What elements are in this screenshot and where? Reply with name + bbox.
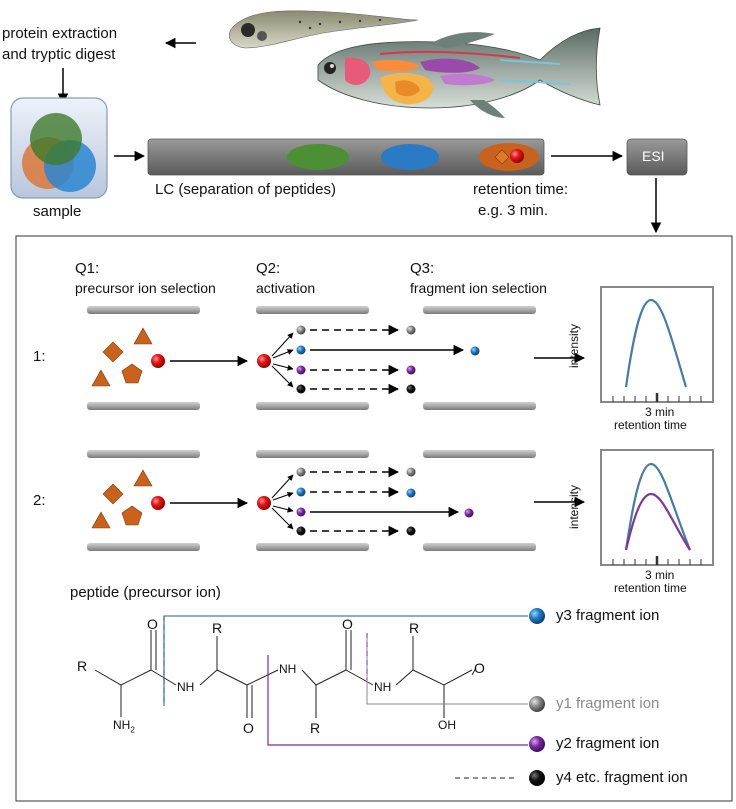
structure-r4: R (409, 620, 420, 636)
structure-title: peptide (precursor ion) (70, 584, 221, 601)
row1-label: 1: (33, 348, 46, 365)
structure-oh: OH (438, 718, 456, 732)
peptide-band-green (287, 144, 349, 170)
zebrafish-anatomy-illustration (317, 27, 601, 118)
structure-nh3: NH (374, 680, 392, 694)
structure-nh1: NH (177, 680, 195, 694)
chromatogram-plot-2 (600, 449, 714, 566)
structure-r2: R (212, 620, 223, 636)
row2-label: 2: (33, 492, 46, 509)
extraction-label-line1: protein extraction (2, 25, 118, 42)
plot2-series-blue (624, 462, 692, 551)
legend-y4-ball (529, 770, 545, 786)
peptide-band-blue (381, 144, 439, 170)
row1-precursor-mixture (91, 327, 165, 387)
peptide-band-diamond (494, 149, 510, 165)
plot2-xtick-label: 3 min (645, 568, 675, 582)
ms-frame (15, 235, 733, 802)
structure-nh2: NH2 (113, 718, 135, 735)
structure-o2: O (243, 720, 254, 736)
q1-title: Q1: (75, 260, 100, 277)
structure-o1: O (147, 616, 158, 632)
legend-y1-ball (529, 696, 545, 712)
plot1-xtick-label: 3 min (645, 405, 675, 419)
legend-y4-label: y4 etc. fragment ion (556, 769, 688, 786)
structure-r1: R (77, 658, 88, 674)
chromatogram-plot-1 (600, 286, 714, 403)
sample-label: sample (33, 203, 82, 220)
plot1-ylabel: intensity (567, 323, 581, 368)
lc-label: LC (separation of peptides) (155, 181, 336, 198)
structure-nh2b: NH (279, 662, 297, 676)
plot2-series-purple (624, 492, 691, 551)
legend-y3-label: y3 fragment ion (556, 607, 660, 624)
legend-y2-label: y2 fragment ion (556, 735, 660, 752)
fragment-lines (163, 615, 528, 779)
legend-y3-ball (529, 608, 545, 624)
q2-title: Q2: (256, 260, 281, 277)
plot2-xlabel: retention time (614, 581, 687, 595)
plot2-ylabel: intensity (567, 484, 581, 529)
quadrupole-bars (87, 306, 536, 551)
sample-box (10, 97, 108, 199)
plot1-series-blue (624, 298, 688, 388)
q1-subtitle: precursor ion selection (75, 280, 216, 296)
q3-subtitle: fragment ion selection (410, 280, 547, 296)
structure-r3: R (310, 720, 321, 736)
structure-o3: O (342, 616, 353, 632)
structure-o4: O (474, 660, 485, 676)
peptide-band-red-ball (510, 149, 524, 163)
lc-column (147, 138, 545, 176)
plot1-xlabel: retention time (614, 418, 687, 432)
extraction-label-line2: and tryptic digest (2, 46, 116, 63)
q3-title: Q3: (410, 260, 435, 277)
legend-y2-ball (529, 736, 545, 752)
row2-precursor-mixture (91, 469, 165, 529)
esi-label: ESI (642, 148, 665, 164)
q2-subtitle: activation (256, 280, 316, 296)
retention-label-line1: retention time: (473, 181, 569, 198)
zebrafish-larva-illustration (229, 10, 419, 49)
esi-box (626, 138, 688, 176)
retention-label-line2: e.g. 3 min. (478, 202, 549, 219)
legend-y1-label: y1 fragment ion (556, 695, 660, 712)
